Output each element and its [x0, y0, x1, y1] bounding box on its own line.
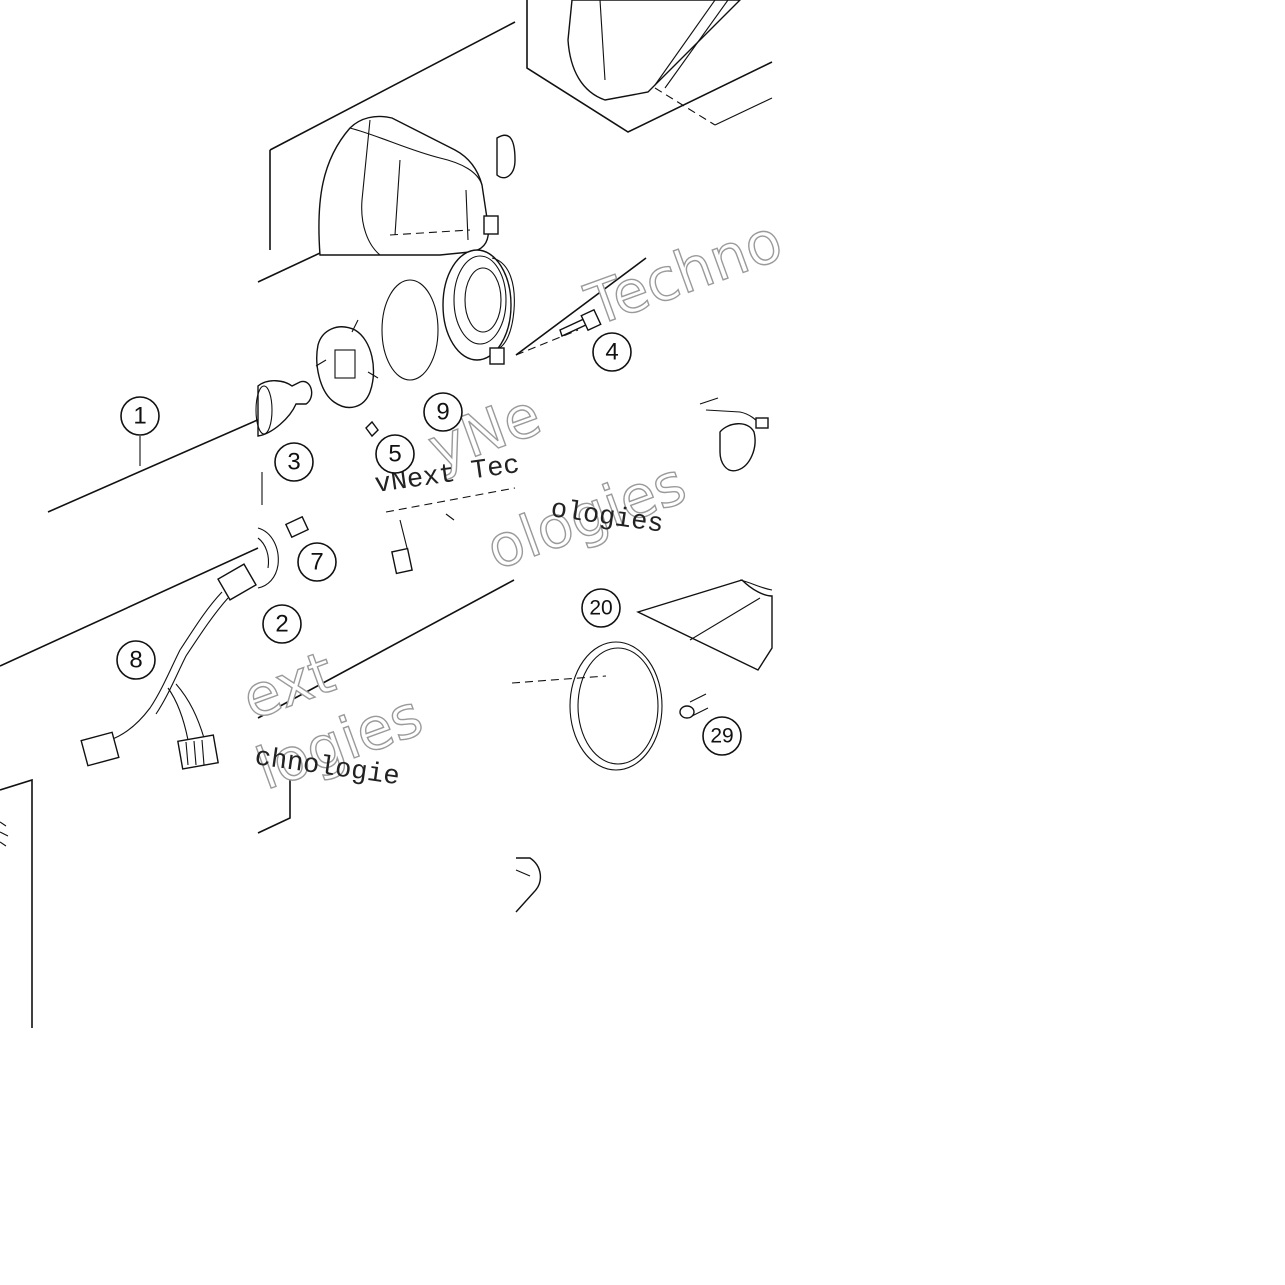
- callout-3: 3: [274, 442, 314, 482]
- lamp-pin: [391, 513, 455, 575]
- callout-2: 2: [262, 604, 302, 644]
- svg-text:20: 20: [589, 597, 612, 620]
- edge-fragment: [0, 821, 9, 847]
- callout-1: 1: [120, 396, 160, 436]
- small-connector: [699, 397, 769, 472]
- cable-loop: [569, 641, 663, 771]
- svg-text:2: 2: [275, 611, 288, 638]
- callout-9: 9: [423, 392, 463, 432]
- svg-text:5: 5: [388, 441, 401, 468]
- headlamp-housing: [318, 115, 516, 256]
- svg-text:29: 29: [710, 725, 733, 748]
- svg-text:9: 9: [436, 399, 449, 426]
- callout-29: 29: [702, 716, 742, 756]
- callout-8: 8: [116, 640, 156, 680]
- svg-text:8: 8: [129, 647, 142, 674]
- bulb-holder: [315, 319, 379, 438]
- callout-5: 5: [375, 434, 415, 474]
- wiring-harness: [80, 563, 257, 770]
- lamp-ring: [381, 249, 515, 381]
- watermarks: Techno yNe ologies ext logies vNext Tec …: [233, 205, 792, 803]
- callout-7: 7: [297, 542, 337, 582]
- frame-lines: [0, 0, 773, 1028]
- plug: [679, 693, 709, 719]
- callout-4: 4: [592, 332, 632, 372]
- bottom-bracket: [515, 857, 541, 913]
- callouts: 1 2 3 4 5 7 8 9: [116, 332, 742, 756]
- svg-text:3: 3: [287, 449, 300, 476]
- screw: [559, 308, 602, 337]
- manual-sheet: [636, 579, 773, 671]
- callout-20: 20: [581, 588, 621, 628]
- reflector-shell: [567, 0, 741, 101]
- bulb: [255, 380, 313, 437]
- socket-and-small-bulb: [257, 515, 310, 589]
- svg-text:4: 4: [605, 339, 618, 366]
- svg-text:1: 1: [133, 403, 146, 430]
- svg-text:7: 7: [310, 549, 323, 576]
- watermark-outline-1: Techno: [577, 206, 791, 339]
